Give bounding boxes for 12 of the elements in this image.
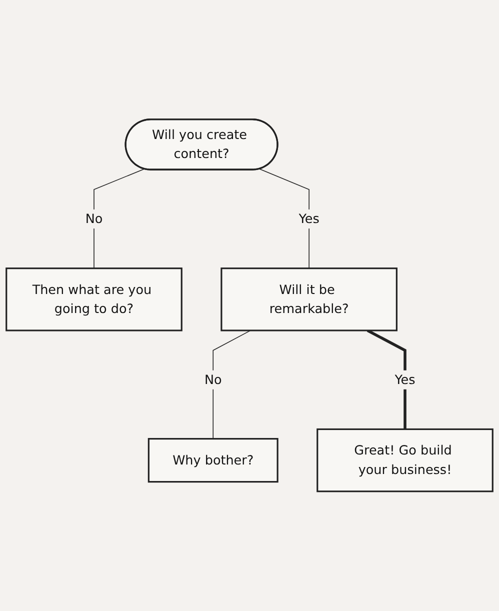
connector [212, 330, 251, 440]
node-box: Will it be remarkable? [220, 268, 398, 332]
node-box: Why bother? [148, 438, 278, 483]
node-box: Then what are you going to do? [6, 268, 182, 332]
edge-label: Yes [298, 211, 320, 226]
edge-label: No [204, 372, 222, 388]
node-box: Great! Go build your business! [316, 428, 494, 492]
edge-label: Yes [394, 372, 416, 388]
connector [94, 168, 145, 269]
connector [259, 168, 310, 269]
connector [366, 329, 406, 430]
edge-label: No [85, 211, 103, 226]
